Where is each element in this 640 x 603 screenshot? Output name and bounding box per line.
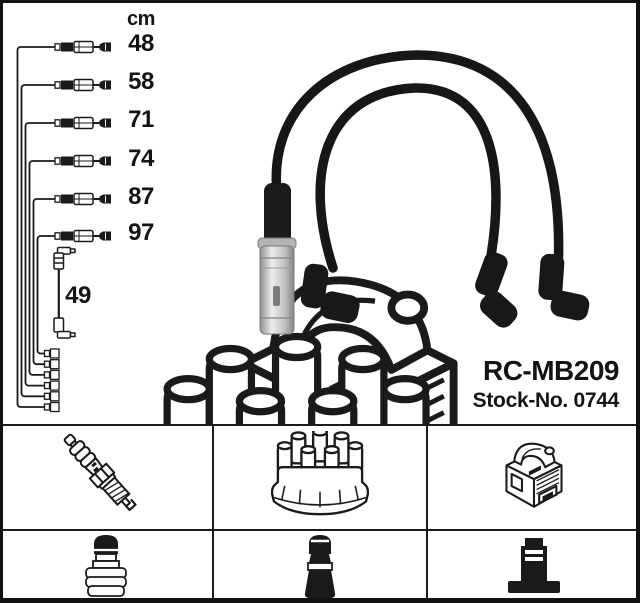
inner-cable-loop (315, 83, 501, 273)
cable-length-5: 87 (128, 183, 154, 210)
spark-plug-icon (63, 433, 137, 511)
grid-cell-coil-terminal (428, 531, 640, 603)
parts-grid (0, 424, 640, 603)
cable-route-74 (28, 160, 58, 376)
outer-cable-loop (271, 50, 564, 277)
coil-wire-drawing (53, 246, 76, 339)
cable-length-6: 97 (128, 219, 154, 246)
grid-line-col1 (212, 424, 214, 603)
cable-length-3: 71 (128, 106, 154, 133)
spark-plug-terminal-icon (85, 535, 127, 597)
grid-cell-spark-plug-terminal (0, 531, 212, 603)
distributor-cap-icon (271, 430, 369, 515)
cable-route-48 (16, 46, 58, 408)
boot-right (538, 253, 590, 321)
cable-length-diagram (16, 46, 58, 408)
cable-route-58 (20, 84, 58, 398)
cable-set-photo (257, 50, 590, 335)
grid-cell-distributor-boot (214, 531, 426, 603)
cable-connector-row (54, 78, 111, 92)
metal-plug-connector (257, 183, 297, 335)
grid-cell-distributor-cap (214, 426, 426, 529)
cable-length-2: 58 (128, 68, 154, 95)
cable-connector-row (54, 40, 111, 54)
cable-connector-row (54, 154, 111, 168)
cable-connector-row (54, 192, 111, 206)
distributor-boot-icon (304, 535, 336, 598)
cable-route-87 (32, 198, 58, 366)
boot-left (300, 263, 360, 323)
grid-cell-ignition-coil (428, 426, 640, 529)
cable-connector-row (54, 116, 111, 130)
cable-route-71 (24, 122, 58, 387)
cable-route-97 (36, 235, 58, 355)
distributor-terminals (43, 348, 60, 413)
unit-label: cm (127, 8, 155, 30)
diagram-art (16, 40, 590, 425)
grid-line-row (0, 529, 640, 531)
cable-connectors (54, 40, 111, 243)
cable-connector-row (54, 229, 111, 243)
grid-cell-spark-plug (0, 426, 212, 529)
coil-terminal-icon (508, 538, 560, 593)
ignition-coil-icon (505, 442, 563, 508)
cable-length-1: 48 (128, 30, 154, 57)
cable-length-4: 74 (128, 145, 154, 172)
grid-line-top (0, 424, 640, 426)
stock-number: Stock-No. 0744 (472, 389, 620, 412)
coil-wire-length-label: 49 (65, 282, 91, 309)
boot-middle (475, 251, 518, 328)
grid-line-col2 (426, 424, 428, 603)
product-code: RC-MB209 (482, 355, 620, 386)
